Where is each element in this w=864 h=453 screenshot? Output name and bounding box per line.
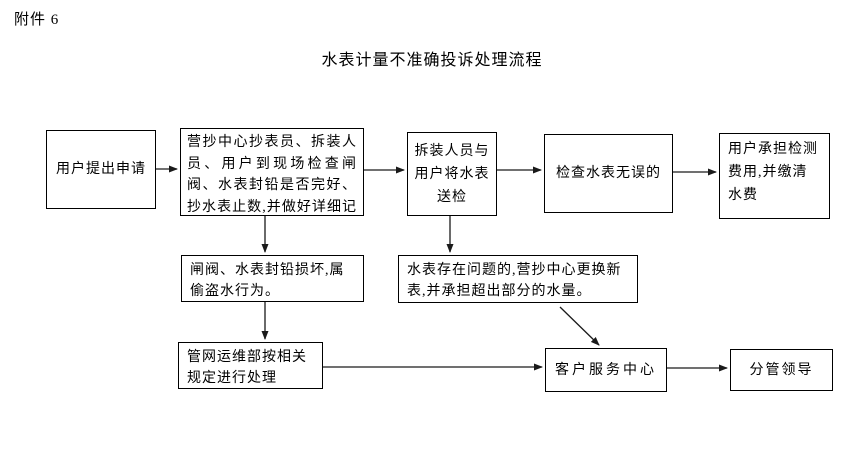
node-apply: 用户提出申请: [46, 130, 156, 209]
node-service-center: 客户服务中心: [545, 348, 667, 392]
node-leader: 分管领导: [730, 349, 833, 391]
page-title: 水表计量不准确投诉处理流程: [321, 52, 543, 69]
attachment-label: 附件 6: [14, 12, 60, 28]
arrow-meterproblem-to-service: [559, 306, 600, 346]
node-check-ok: 检查水表无误的: [544, 134, 673, 213]
node-user-pay: 用户承担检测费用,并缴清水费: [719, 133, 830, 219]
node-pipeline-dept: 管网运维部按相关规定进行处理: [178, 342, 323, 389]
node-seal-damaged: 闸阀、水表封铅损坏,属偷盗水行为。: [181, 255, 364, 302]
node-send-meter: 拆装人员与用户将水表送检: [407, 132, 497, 216]
node-meter-problem: 水表存在问题的,营抄中心更换新表,并承担超出部分的水量。: [398, 255, 638, 303]
node-site-check: 营抄中心抄表员、拆装人员、用户到现场检查闸阀、水表封铅是否完好、抄水表止数,并做…: [180, 128, 364, 216]
